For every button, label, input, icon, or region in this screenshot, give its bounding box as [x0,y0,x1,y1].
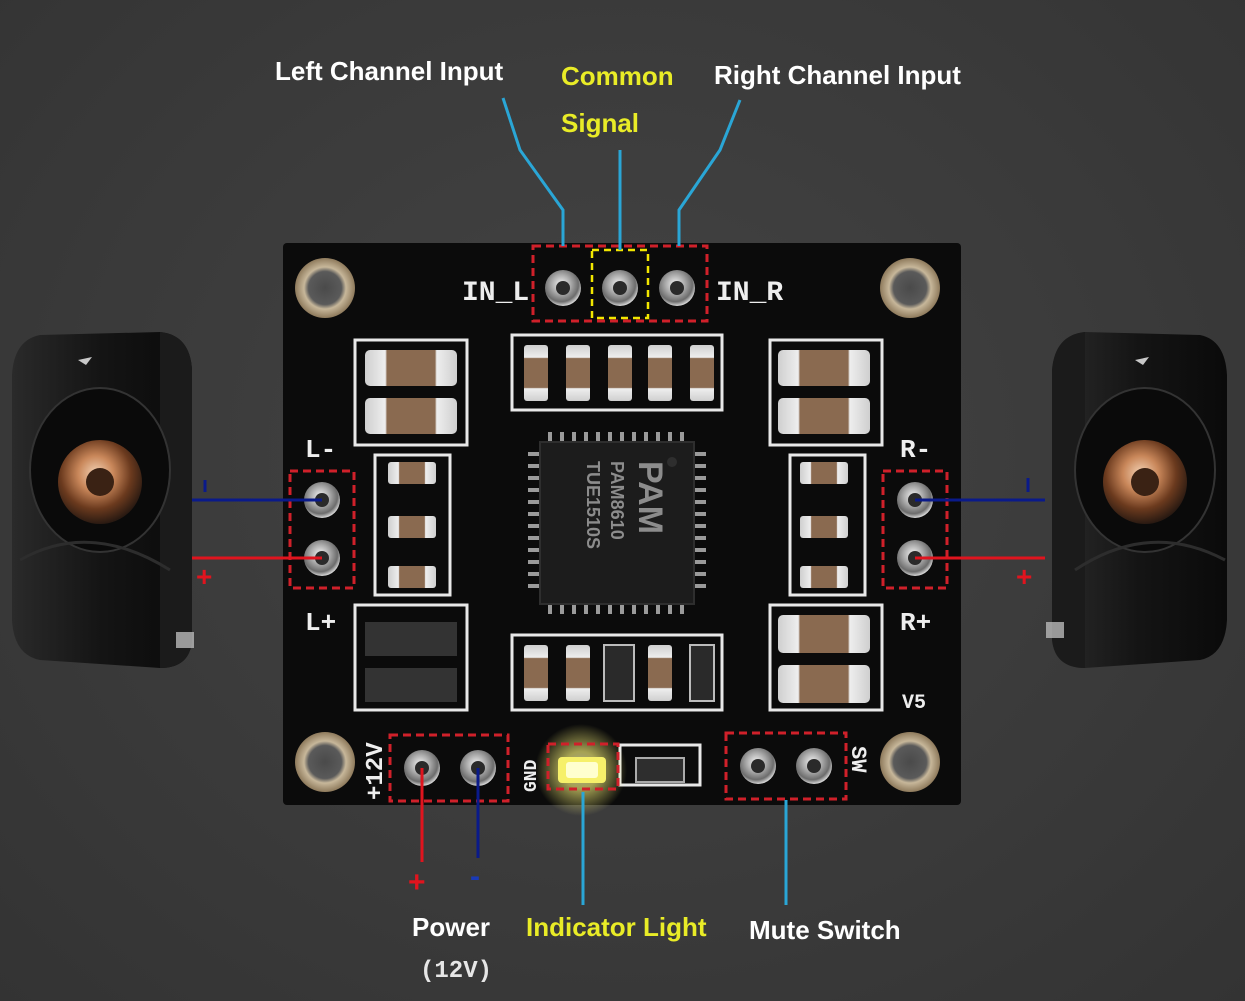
in-r-label: IN_R [716,278,783,309]
gnd-label: GND [522,759,542,792]
speaker-wires: + + [192,478,1045,592]
power-plus-sign: + [408,866,426,899]
mounting-hole [880,258,940,318]
power-voltage-label: (12V) [420,958,493,985]
version-label: V5 [902,692,926,715]
right-plus-sign: + [1016,561,1032,592]
r-minus-label: R- [900,435,931,465]
power-wires: + - [408,768,480,899]
chip-brand: PAM [631,461,669,534]
sw-label: SW [845,746,870,773]
plus-12v-label: +12V [363,742,390,800]
r-plus-label: R+ [900,608,931,638]
left-plus-sign: + [196,561,212,592]
indicator-led [535,724,627,816]
l-plus-label: L+ [305,608,336,638]
mounting-hole [295,732,355,792]
input-highlight-box [531,244,709,323]
mounting-hole [295,258,355,318]
right-input-callout [677,99,742,246]
left-input-callout [501,97,565,246]
speaker-logo-icon [1135,357,1149,365]
mounting-hole [880,732,940,792]
pam8610-chip: PAM PAM8610 TUE1510S [528,432,706,614]
right-channel-input-label: Right Channel Input [714,60,961,90]
power-minus-sign: - [470,860,480,893]
common-signal-label-line1: Common [561,61,674,91]
mute-switch-terminal [724,731,848,801]
indicator-light-label: Indicator Light [526,912,707,942]
left-speaker-terminal [288,469,356,590]
power-label: Power [412,912,491,942]
chip-code: TUE1510S [583,461,603,549]
in-l-label: IN_L [462,278,529,309]
callout-lines [501,97,788,905]
left-speaker [12,332,194,668]
mute-switch-label: Mute Switch [749,915,901,945]
pcb-board: PAM PAM8610 TUE1510S [283,243,961,816]
l-minus-label: L- [305,435,336,465]
left-channel-input-label: Left Channel Input [275,56,504,86]
chip-model: PAM8610 [607,461,627,540]
speaker-logo-icon [78,357,92,365]
right-speaker [1046,332,1227,668]
common-signal-label-line2: Signal [561,108,640,138]
